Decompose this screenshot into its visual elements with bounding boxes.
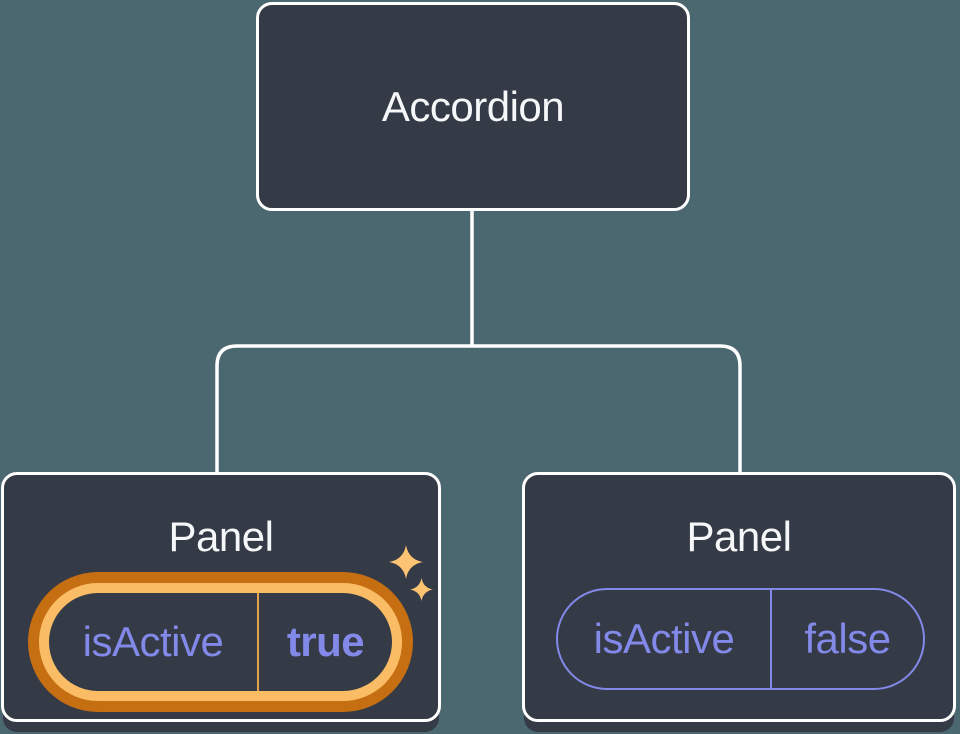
prop-pill-active: isActive true bbox=[28, 572, 413, 712]
panel-active-label: Panel bbox=[168, 513, 274, 560]
prop-pill-active-ring: isActive true bbox=[39, 583, 402, 701]
accordion-node-label: Accordion bbox=[381, 82, 565, 130]
sparkle-icon bbox=[389, 545, 423, 579]
panel-node-inactive: Panel isActive false bbox=[522, 472, 956, 722]
panel-node-active: Panel isActive true bbox=[1, 472, 441, 722]
connector-branch-bracket bbox=[215, 344, 742, 473]
prop-value-label: true bbox=[286, 617, 365, 665]
prop-pill-divider bbox=[257, 593, 259, 691]
prop-value-label: false bbox=[804, 614, 891, 662]
prop-name-label: isActive bbox=[593, 614, 735, 662]
prop-name-label: isActive bbox=[82, 617, 224, 665]
accordion-node: Accordion bbox=[256, 2, 690, 211]
sparkle-icon bbox=[410, 578, 433, 601]
prop-pill-divider bbox=[770, 590, 772, 688]
prop-pill-active-content: isActive true bbox=[49, 593, 392, 691]
prop-pill-inactive: isActive false bbox=[556, 588, 925, 690]
panel-inactive-label: Panel bbox=[686, 513, 792, 560]
